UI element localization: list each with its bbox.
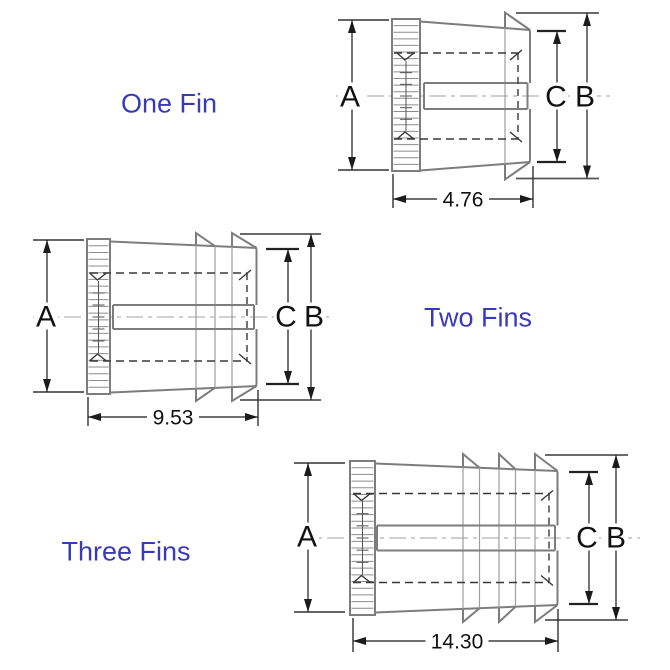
dim-c-label-three-fins: C [576,522,598,555]
dim-c-label-two-fins: C [275,301,297,334]
caption-one-fin: One Fin [120,88,218,119]
insert-view-three-fins: A BC 14.30 [294,451,640,654]
dim-c-label-one-fin: C [545,81,567,114]
dim-a-label-one-fin: A [340,81,360,114]
dim-length-label-three-fins: 14.30 [431,631,484,654]
dim-b-label-one-fin: B [575,81,595,114]
insert-view-one-fin: A BC 4.76 [336,10,610,212]
dim-a-label-three-fins: A [297,521,317,554]
dim-b-label-two-fins: B [304,301,324,334]
dim-b-label-three-fins: B [606,522,626,555]
dim-length-label-one-fin: 4.76 [443,189,484,212]
caption-two-fins: Two Fins [423,302,533,333]
insert-view-two-fins: A BC 9.53 [33,231,330,430]
dim-length-label-two-fins: 9.53 [153,407,194,430]
caption-three-fins: Three Fins [61,536,191,567]
dim-a-label-two-fins: A [36,301,56,334]
